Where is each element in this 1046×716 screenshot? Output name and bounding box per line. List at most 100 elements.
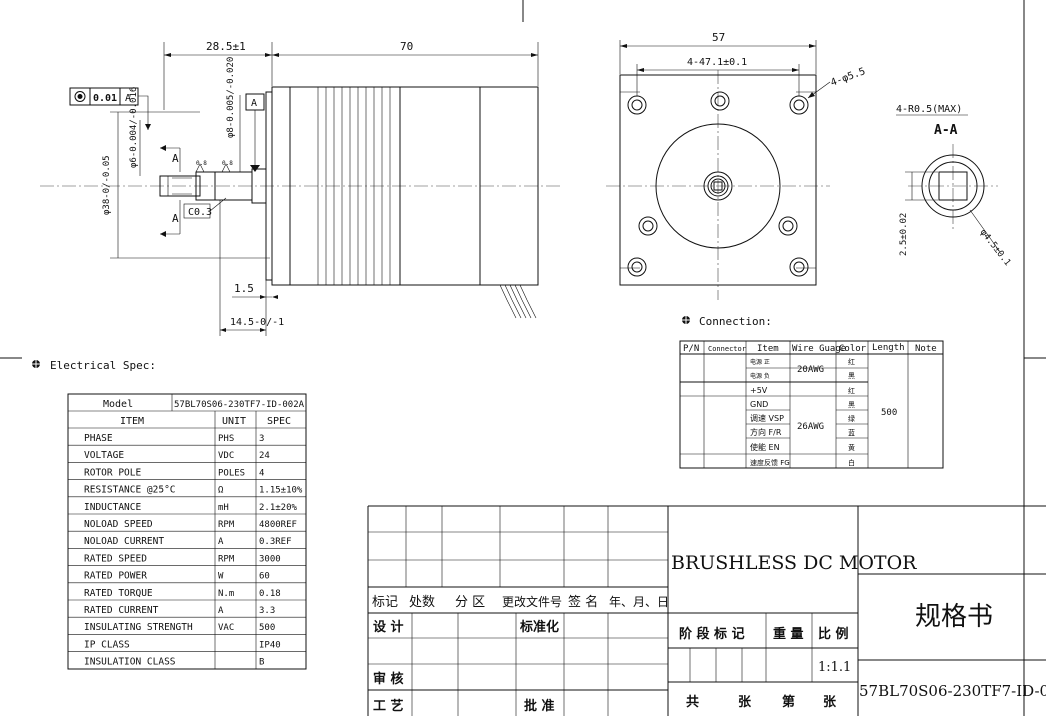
- spec-value: 2.1±20%: [259, 503, 298, 513]
- mounting-holes: [627, 91, 809, 277]
- spec-value: 3: [259, 434, 264, 444]
- side-view: 28.5±1 70 0.01 A A φ8-0.005/-0.020 φ6-0.…: [40, 40, 562, 336]
- dim-flange-diameter: φ8-0.005/-0.020: [226, 57, 236, 138]
- svg-text:电源 正: 电源 正: [750, 358, 770, 366]
- dim-body-length: 70: [400, 40, 413, 53]
- label-standard: 标准化: [519, 619, 559, 635]
- label-design: 设 计: [373, 619, 404, 635]
- label-review: 审 核: [373, 671, 404, 687]
- spec-unit: VAC: [218, 623, 234, 633]
- spec-unit: W: [218, 572, 224, 582]
- tolerance-datum: A: [125, 93, 131, 104]
- spec-value: 4800REF: [259, 520, 297, 530]
- svg-text:GND: GND: [750, 400, 768, 409]
- svg-text:蓝: 蓝: [848, 428, 855, 437]
- cooling-fins: [317, 87, 391, 285]
- dim-section-dia: φ4.5±0.1: [978, 228, 1013, 268]
- svg-text:红: 红: [848, 357, 855, 366]
- gauge-signal: 26AWG: [797, 422, 824, 432]
- svg-text:黑: 黑: [848, 372, 855, 380]
- conn-header-item: Item: [757, 344, 779, 354]
- conn-header-wire: Wire Guage: [792, 344, 846, 354]
- rev-header-date: 年、月、日: [609, 595, 669, 609]
- svg-text:绿: 绿: [848, 414, 855, 423]
- stage-mark-label: 阶 段 标 记: [679, 626, 745, 642]
- dim-flat: 2.5±0.02: [899, 213, 909, 256]
- wire-length: 500: [881, 408, 897, 418]
- shaft-end: [159, 175, 201, 197]
- datum-a: A: [245, 93, 265, 172]
- section-marker: A A: [160, 145, 181, 237]
- dim-shaft-diameter: φ6-0.004/-0.016: [129, 87, 139, 168]
- spec-item: NOLOAD SPEED: [84, 519, 153, 530]
- svg-text:调速 VSP: 调速 VSP: [750, 414, 784, 423]
- svg-text:A: A: [172, 212, 179, 225]
- weight-label: 重 量: [773, 626, 804, 642]
- spec-unit: POLES: [218, 468, 245, 478]
- rev-header-zone: 分 区: [455, 595, 485, 610]
- dim-pilot-diameter: φ38-0/-0.05: [102, 155, 112, 215]
- shaft: [214, 171, 253, 201]
- spec-unit: mH: [218, 503, 229, 513]
- dim-hole-pitch: 4-47.1±0.1: [687, 57, 747, 68]
- product-name: BRUSHLESS DC MOTOR: [671, 552, 917, 574]
- tolerance-frame: 0.01 A: [69, 87, 151, 130]
- spec-value: 24: [259, 451, 270, 461]
- spec-item: RATED CURRENT: [84, 605, 159, 616]
- spec-header-item: ITEM: [120, 416, 144, 427]
- dim-step: 1.5: [234, 282, 254, 295]
- conn-header-length: Length: [872, 343, 905, 353]
- svg-text:红: 红: [848, 386, 855, 395]
- conn-header-pn: P/N: [683, 344, 699, 354]
- spec-value: 60: [259, 572, 270, 582]
- spec-value: 3.3: [259, 606, 275, 616]
- radius-note: 4-R0.5(MAX): [896, 104, 962, 115]
- spec-value: 0.18: [259, 589, 281, 599]
- spec-item: INSULATING STRENGTH: [84, 622, 193, 633]
- spec-item: ROTOR POLE: [84, 467, 141, 478]
- spec-item: INDUCTANCE: [84, 502, 141, 513]
- svg-text:0.8: 0.8: [222, 160, 233, 167]
- dim-front-width: 57: [712, 31, 725, 44]
- spec-item: RATED SPEED: [84, 553, 147, 564]
- electrical-table: Model 57BL70S06-230TF7-ID-002A ITEM UNIT…: [67, 393, 307, 670]
- model-label: Model: [103, 399, 133, 410]
- model-value: 57BL70S06-230TF7-ID-002A: [174, 400, 305, 410]
- svg-text:黄: 黄: [848, 443, 855, 452]
- rev-header-sign: 签 名: [568, 594, 598, 610]
- spec-unit: A: [218, 606, 224, 616]
- gauge-power: 20AWG: [797, 365, 824, 375]
- front-view: 57 4-47.1±0.1 4-φ5.5: [606, 31, 867, 300]
- spec-item: VOLTAGE: [84, 450, 124, 461]
- spec-item: RATED POWER: [84, 571, 147, 582]
- chamfer-note: C0.3: [188, 207, 212, 218]
- surface-marks: 0.8 0.8: [195, 160, 233, 173]
- electrical-spec: Electrical Spec: Model 57BL70S06-230TF7-…: [31, 359, 307, 670]
- scale-value: 1:1.1: [818, 660, 851, 675]
- svg-text:速度反馈 FG: 速度反馈 FG: [750, 458, 790, 467]
- part-number: 57BL70S06-230TF7-ID-002A: [859, 682, 1046, 700]
- svg-text:A: A: [172, 152, 179, 165]
- electrical-title: Electrical Spec:: [50, 359, 156, 372]
- motor-outline: [655, 123, 781, 249]
- spec-unit: A: [218, 537, 224, 547]
- spec-value: 3000: [259, 554, 281, 564]
- spec-value: 1.15±10%: [259, 486, 303, 496]
- svg-text:黑: 黑: [848, 401, 855, 409]
- spec-unit: PHS: [218, 434, 234, 444]
- rev-header-count: 处数: [409, 595, 435, 610]
- sheet-unit2-label: 张: [823, 695, 837, 710]
- connection-table: P/N Connector Item Wire Guage Color Leng…: [679, 340, 944, 469]
- svg-text:白: 白: [848, 458, 855, 467]
- rev-header-mark: 标记: [372, 595, 398, 610]
- lead-wires: [499, 284, 537, 319]
- svg-text:使能 EN: 使能 EN: [750, 442, 780, 452]
- spec-value: 500: [259, 623, 275, 633]
- spec-header-unit: UNIT: [222, 416, 246, 427]
- rev-header-doc: 更改文件号: [502, 594, 562, 609]
- spec-value: B: [259, 658, 264, 668]
- connection-section: Connection: P/N Connector Item Wire Guag…: [679, 315, 944, 469]
